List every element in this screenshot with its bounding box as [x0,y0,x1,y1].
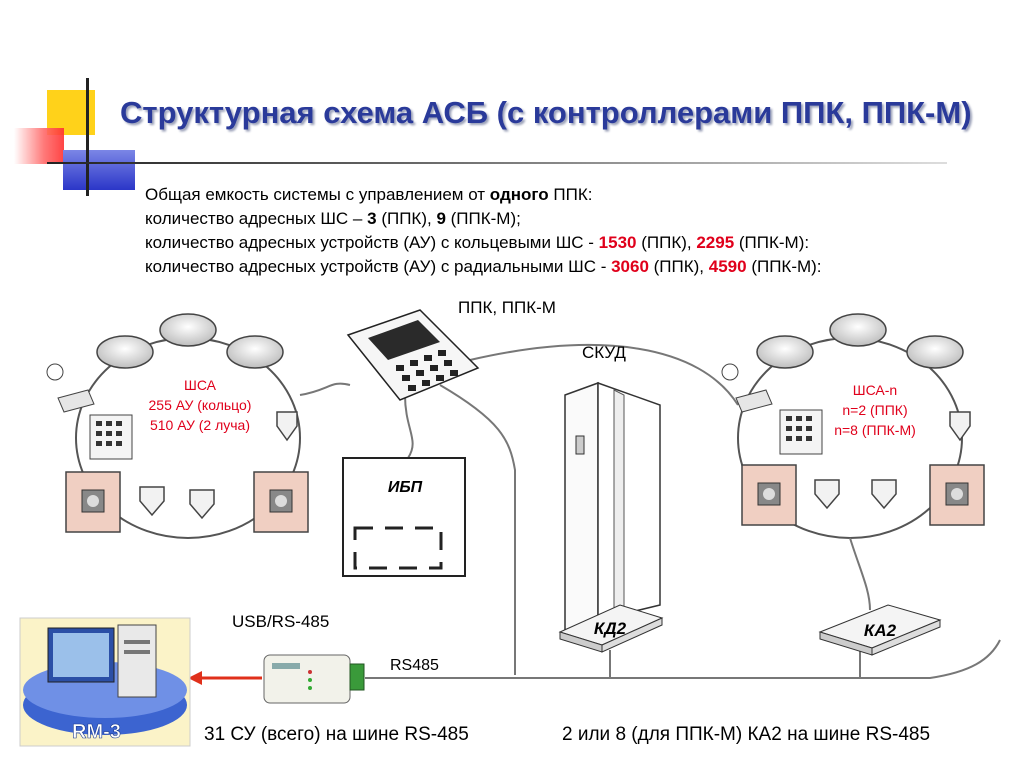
info-line-3: количество адресных устройств (АУ) с кол… [145,233,810,252]
keypad-icon [89,414,133,460]
sha-right-label: ШСА-n n=2 (ППК) n=8 (ППК-М) [834,382,916,438]
smoke-detector-icon [96,335,154,369]
motion-detector-icon [276,411,298,442]
call-point-icon [253,471,309,533]
rs485-bus-line [365,639,1001,679]
kd2-label: КД2 [594,619,627,638]
motion-detector-icon [139,486,165,517]
decor-red-square [14,128,64,164]
ka2-module-icon [818,604,942,656]
ppk-to-right-loop-wire [469,344,739,406]
call-point-icon [741,464,797,526]
smoke-detector-icon [226,335,284,369]
motion-detector-icon [814,479,840,510]
rs485-bus-label: RS485 [390,657,439,674]
usb-rs485-converter-icon [263,654,365,704]
ppk-controller-icon [346,309,480,401]
keypad-icon [779,409,823,455]
motion-detector-icon [189,489,215,520]
smoke-detector-icon [159,313,217,347]
kd2-module-icon [558,604,664,653]
decor-blue-square [63,150,135,190]
ppk-label: ППК, ППК-М [458,298,556,317]
arrow-icon [188,671,262,685]
smoke-detector-icon [829,313,887,347]
door-sensor-icon [46,363,95,413]
bottom-left-caption: 31 СУ (всего) на шине RS-485 [204,724,469,745]
info-line-2: количество адресных ШС – 3 (ППК), 9 (ППК… [145,209,521,228]
info-line-1: Общая емкость системы с управлением от о… [145,185,593,204]
door-sensor-icon [721,363,773,413]
ppk-to-ibp-wire [404,394,414,459]
bottom-right-caption: 2 или 8 (для ППК-М) КА2 на шине RS-485 [562,724,931,745]
skud-door-icon [564,381,661,632]
smoke-detector-icon [906,335,964,369]
ppk-to-bus-wire [439,384,516,675]
ka2-label: КА2 [864,621,897,640]
info-line-4: количество адресных устройств (АУ) с рад… [145,257,822,276]
usb-rs485-label: USB/RS-485 [232,612,330,631]
right-loop-to-ka2-wire [849,537,871,611]
skud-label: СКУД [582,343,626,362]
capacity-info: Общая емкость системы с управлением от о… [145,183,822,279]
page-title: Структурная схема АСБ (с контроллерами П… [120,95,972,130]
call-point-icon [929,464,985,526]
smoke-detector-icon [756,335,814,369]
rm3-label: RM-3 [72,721,121,743]
ppk-to-left-loop-wire [299,382,351,396]
rm3-workstation-icon [19,617,191,747]
ibp-power-supply-icon [342,457,466,577]
call-point-icon [65,471,121,533]
decor-vertical-line [86,78,89,196]
ibp-label: ИБП [388,479,423,496]
motion-detector-icon [871,479,897,510]
decor-horizontal-line [47,162,947,164]
motion-detector-icon [949,411,971,442]
sha-left-label: ШСА 255 АУ (кольцо) 510 АУ (2 луча) [148,377,252,433]
